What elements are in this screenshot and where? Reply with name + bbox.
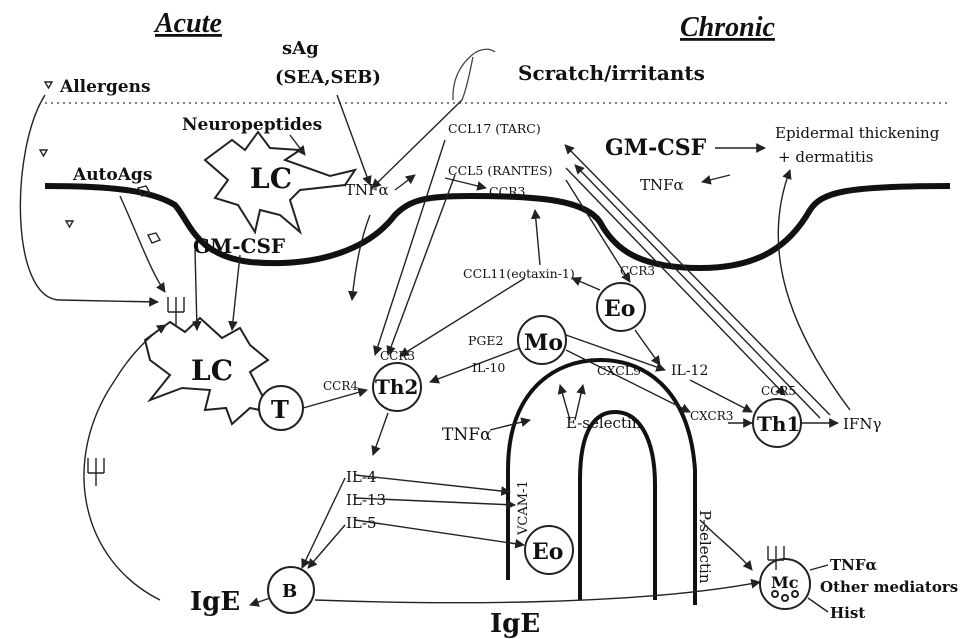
t-label: T: [271, 395, 289, 424]
tnfa-label-3: TNFα: [442, 425, 492, 445]
pge2-label: PGE2: [468, 333, 503, 348]
gmcsf-label-1: GM-CSF: [193, 234, 285, 258]
ccr4-label: CCR4: [323, 379, 358, 393]
allergen-triangle-icon: [66, 221, 73, 227]
gmcsf-label-2: GM-CSF: [605, 135, 707, 161]
tnfa-label-2: TNFα: [640, 176, 684, 194]
other-mediators-label: Other mediators: [820, 578, 958, 596]
autoags-label: AutoAgs: [72, 165, 152, 185]
th2-label: Th2: [375, 375, 418, 399]
ccr3-label-th2: CCR3: [380, 349, 415, 363]
sag-label: sAg: [282, 38, 319, 59]
ige-label-left: IgE: [190, 587, 240, 617]
e-selectin-label: E-selectin: [566, 414, 642, 432]
acute-header: Acute: [153, 8, 222, 39]
ccl17-label: CCL17 (TARC): [448, 121, 541, 136]
hist-label: Hist: [830, 604, 865, 622]
il13-label: IL-13: [346, 491, 386, 509]
cxcr3-label: CXCR3: [690, 409, 733, 423]
ccr3-label-top: CCR3: [489, 184, 526, 199]
allergens-label: Allergens: [59, 77, 151, 97]
b-label: B: [282, 581, 297, 602]
ige-label-bottom: IgE: [490, 609, 540, 639]
blood-vessel-inner: [580, 412, 655, 600]
ifng-label: IFNγ: [843, 415, 881, 433]
il10-label: IL-10: [472, 360, 505, 375]
eo-label-1: Eo: [604, 296, 635, 322]
ccr3-label-eo: CCR3: [620, 264, 655, 278]
ige-receptor-icon-left: [88, 458, 104, 486]
cxcl9-label: CXCL9: [597, 363, 641, 378]
autoag-shape-icon: [148, 233, 160, 243]
sea-seb-label: (SEA,SEB): [275, 67, 381, 88]
scratch-irritants-label: Scratch/irritants: [518, 61, 705, 85]
ccl5-label: CCL5 (RANTES): [448, 163, 553, 178]
lc-upper-label: LC: [250, 162, 292, 195]
il5-label: IL-5: [346, 514, 377, 532]
scratch-hand-icon: [453, 49, 495, 100]
dermatitis-label: + dermatitis: [778, 148, 874, 166]
ccl11-label: CCL11(eotaxin-1): [463, 266, 575, 281]
epidermal-thickening-label: Epidermal thickening: [775, 124, 940, 142]
lc-lower-label: LC: [191, 354, 233, 387]
ige-receptor-icon-upper: [168, 297, 184, 325]
tnfa-label-1: TNFα: [345, 181, 389, 199]
vcam1-label: VCAM-1: [516, 480, 531, 536]
granule-2: [782, 595, 788, 601]
ccr5-label: CCR5: [761, 384, 796, 398]
eo-label-2: Eo: [532, 539, 563, 565]
allergen-triangle-icon: [40, 150, 47, 156]
tnfa-label-4: TNFα: [830, 556, 878, 574]
mo-label: Mo: [524, 330, 563, 356]
chronic-header: Chronic: [680, 12, 775, 43]
neuropeptides-label: Neuropeptides: [182, 115, 322, 135]
p-selectin-label: P-selectin: [696, 510, 714, 584]
mast-cell-label: Mc: [771, 573, 799, 592]
il4-label: IL-4: [346, 468, 377, 486]
th1-label: Th1: [757, 412, 800, 436]
allergen-triangle-icon: [45, 82, 52, 88]
il12-label: IL-12: [671, 363, 708, 379]
